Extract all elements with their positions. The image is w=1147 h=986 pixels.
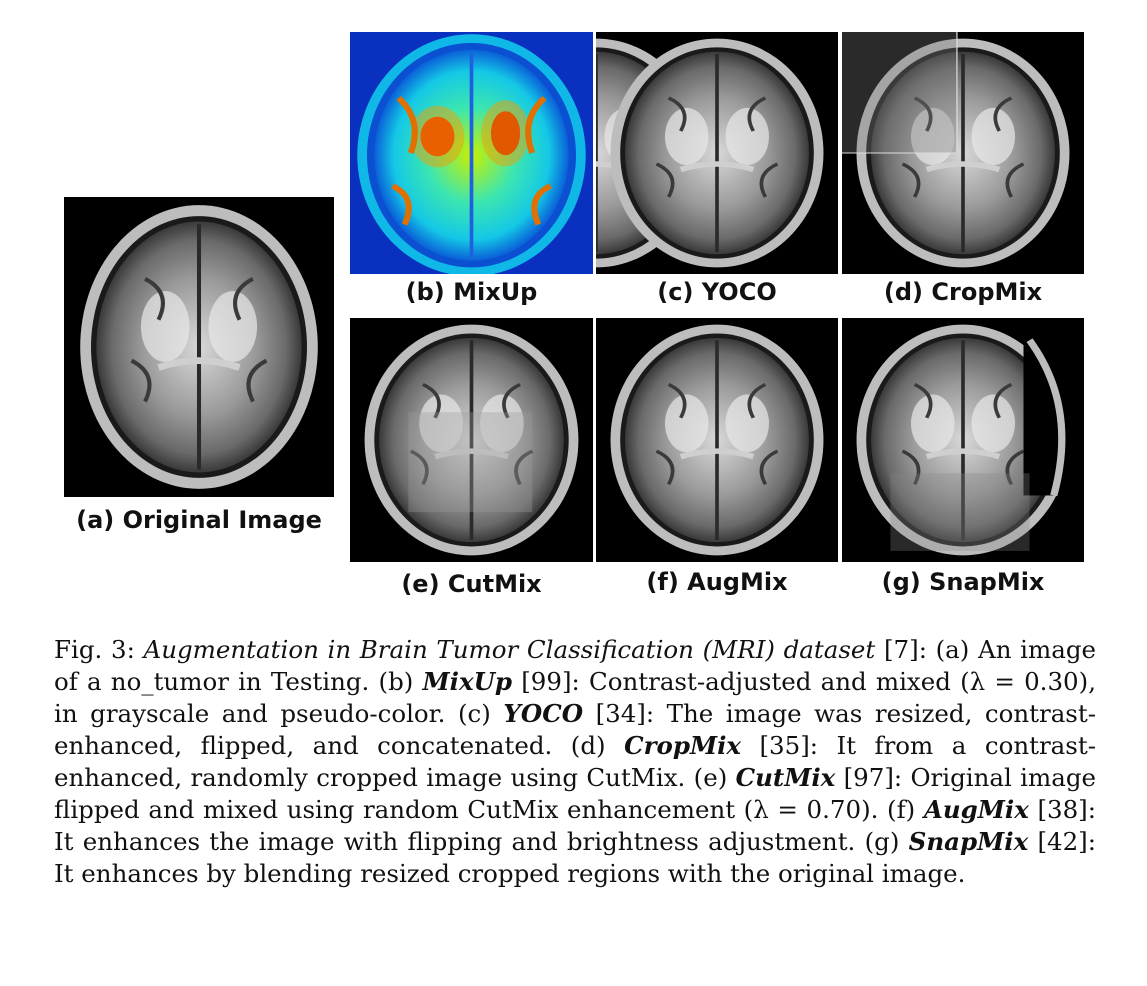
caption-fig-number: Fig. 3:: [54, 635, 135, 664]
panel-c-image: [596, 32, 838, 274]
panel-a-image: [64, 197, 334, 497]
caption-cutmix: CutMix: [735, 763, 836, 792]
caption-yoco-text: [34]: The image was resized, contrast-en…: [54, 699, 1096, 760]
caption-cropmix-text: [35]: It from a contrast-enhanced, rando…: [54, 731, 1096, 792]
caption-augmix: AugMix: [923, 795, 1029, 824]
caption-mixup-text: [99]: Contrast-adjusted and mixed (λ = 0…: [54, 667, 1096, 728]
caption-title: Augmentation in Brain Tumor Classificati…: [143, 635, 876, 664]
caption-ref-title: [7]: [883, 635, 919, 664]
caption-yoco: YOCO: [503, 699, 584, 728]
panel-g-image: [842, 318, 1084, 562]
caption-snapmix: SnapMix: [908, 827, 1029, 856]
panel-a-label: (a) Original Image: [76, 506, 322, 534]
panel-b-label: (b) MixUp: [405, 278, 538, 306]
caption-a-text: : (a) An image of a no_tumor in Testing.…: [54, 635, 1097, 696]
caption-mixup: MixUp: [422, 667, 513, 696]
panel-g-label: (g) SnapMix: [881, 568, 1045, 596]
panel-c-label: (c) YOCO: [657, 278, 777, 306]
caption-augmix-text: [38]: It enhances the image with flippin…: [54, 795, 1096, 856]
panel-d-label: (d) CropMix: [883, 278, 1043, 306]
caption-snapmix-text: [42]: It enhances by blending resized cr…: [54, 827, 1096, 888]
panel-b-image: [350, 32, 593, 274]
caption-cropmix: CropMix: [624, 731, 741, 760]
figure-3: (a) Original Image (b) MixUp (c) YOCO (d…: [64, 32, 1084, 598]
panel-f-label: (f) AugMix: [646, 568, 788, 596]
figure-caption: Fig. 3: Augmentation in Brain Tumor Clas…: [54, 634, 1096, 890]
caption-cutmix-text: [97]: Original image flipped and mixed u…: [54, 763, 1097, 824]
panel-d-image: [842, 32, 1084, 274]
panel-e-label: (e) CutMix: [401, 570, 542, 598]
panel-f-image: [596, 318, 838, 562]
panel-e-image: [350, 318, 593, 562]
